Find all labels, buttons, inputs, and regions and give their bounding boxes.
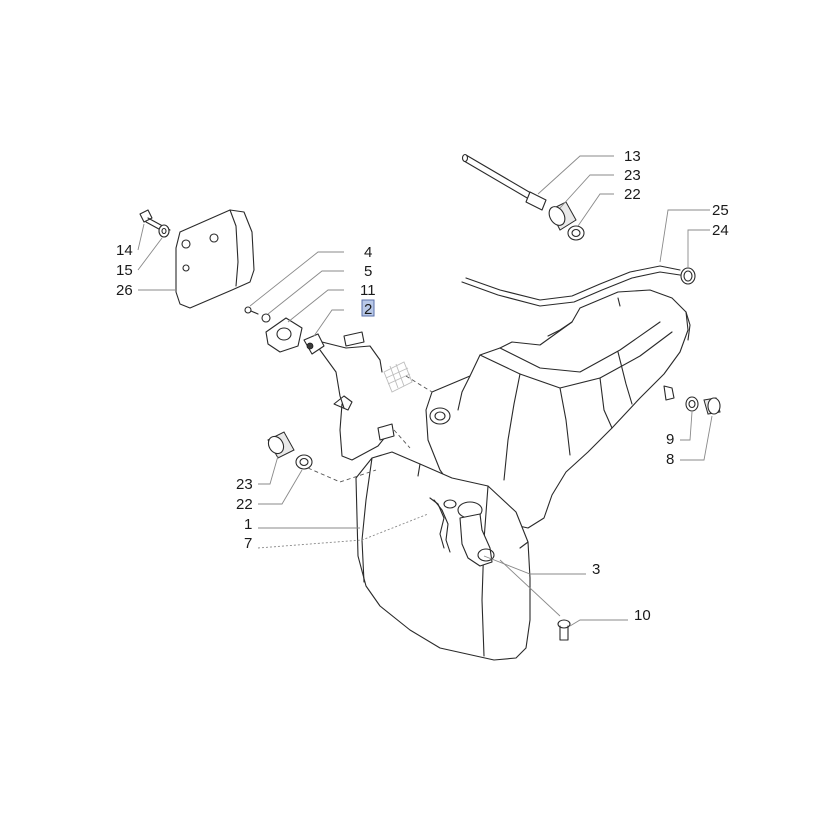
callout-23-left: 23 (236, 476, 253, 493)
washer-15 (158, 224, 170, 238)
level-sender-2 (303, 331, 413, 461)
callout-7: 7 (244, 535, 252, 552)
callout-15: 15 (116, 262, 133, 279)
washer-5 (261, 313, 271, 323)
callout-10: 10 (634, 607, 651, 624)
callout-22-left: 22 (236, 496, 253, 513)
screw-4 (244, 306, 259, 315)
callout-13: 13 (624, 148, 641, 165)
rubber-bushing-23 (548, 201, 577, 231)
assembly-lines (307, 375, 433, 483)
hose-clamp-9 (685, 396, 699, 412)
gasket-11 (265, 317, 303, 353)
rubber-bushing-8 (703, 397, 721, 415)
heat-shield-bracket (175, 209, 255, 309)
callout-2: 2 (364, 301, 372, 318)
callout-3: 3 (592, 561, 600, 578)
fuel-hose (461, 265, 681, 307)
bolt-10 (557, 619, 571, 641)
callout-11: 11 (360, 282, 376, 299)
rubber-bushing-23-left (267, 431, 295, 459)
hose-clamp-24 (680, 267, 696, 285)
hose-clamp-22 (567, 225, 585, 241)
callout-8: 8 (666, 451, 674, 468)
callout-14: 14 (116, 242, 133, 259)
callout-4: 4 (364, 244, 372, 261)
callout-5: 5 (364, 263, 372, 280)
hose-clamp-22-left (295, 454, 313, 470)
callout-25: 25 (712, 202, 729, 219)
callout-23-top: 23 (624, 167, 641, 184)
callout-2-highlight (361, 299, 375, 317)
callout-9: 9 (666, 431, 674, 448)
breather-tube (461, 153, 547, 211)
callout-24: 24 (712, 222, 729, 239)
callout-22-top: 22 (624, 186, 641, 203)
fuel-tank-body (355, 289, 691, 661)
callout-26: 26 (116, 282, 133, 299)
leader-lines (137, 155, 713, 627)
callout-1: 1 (244, 516, 252, 533)
callout-labels: 13 23 22 25 24 4 5 11 2 14 15 26 9 8 23 … (116, 148, 729, 624)
